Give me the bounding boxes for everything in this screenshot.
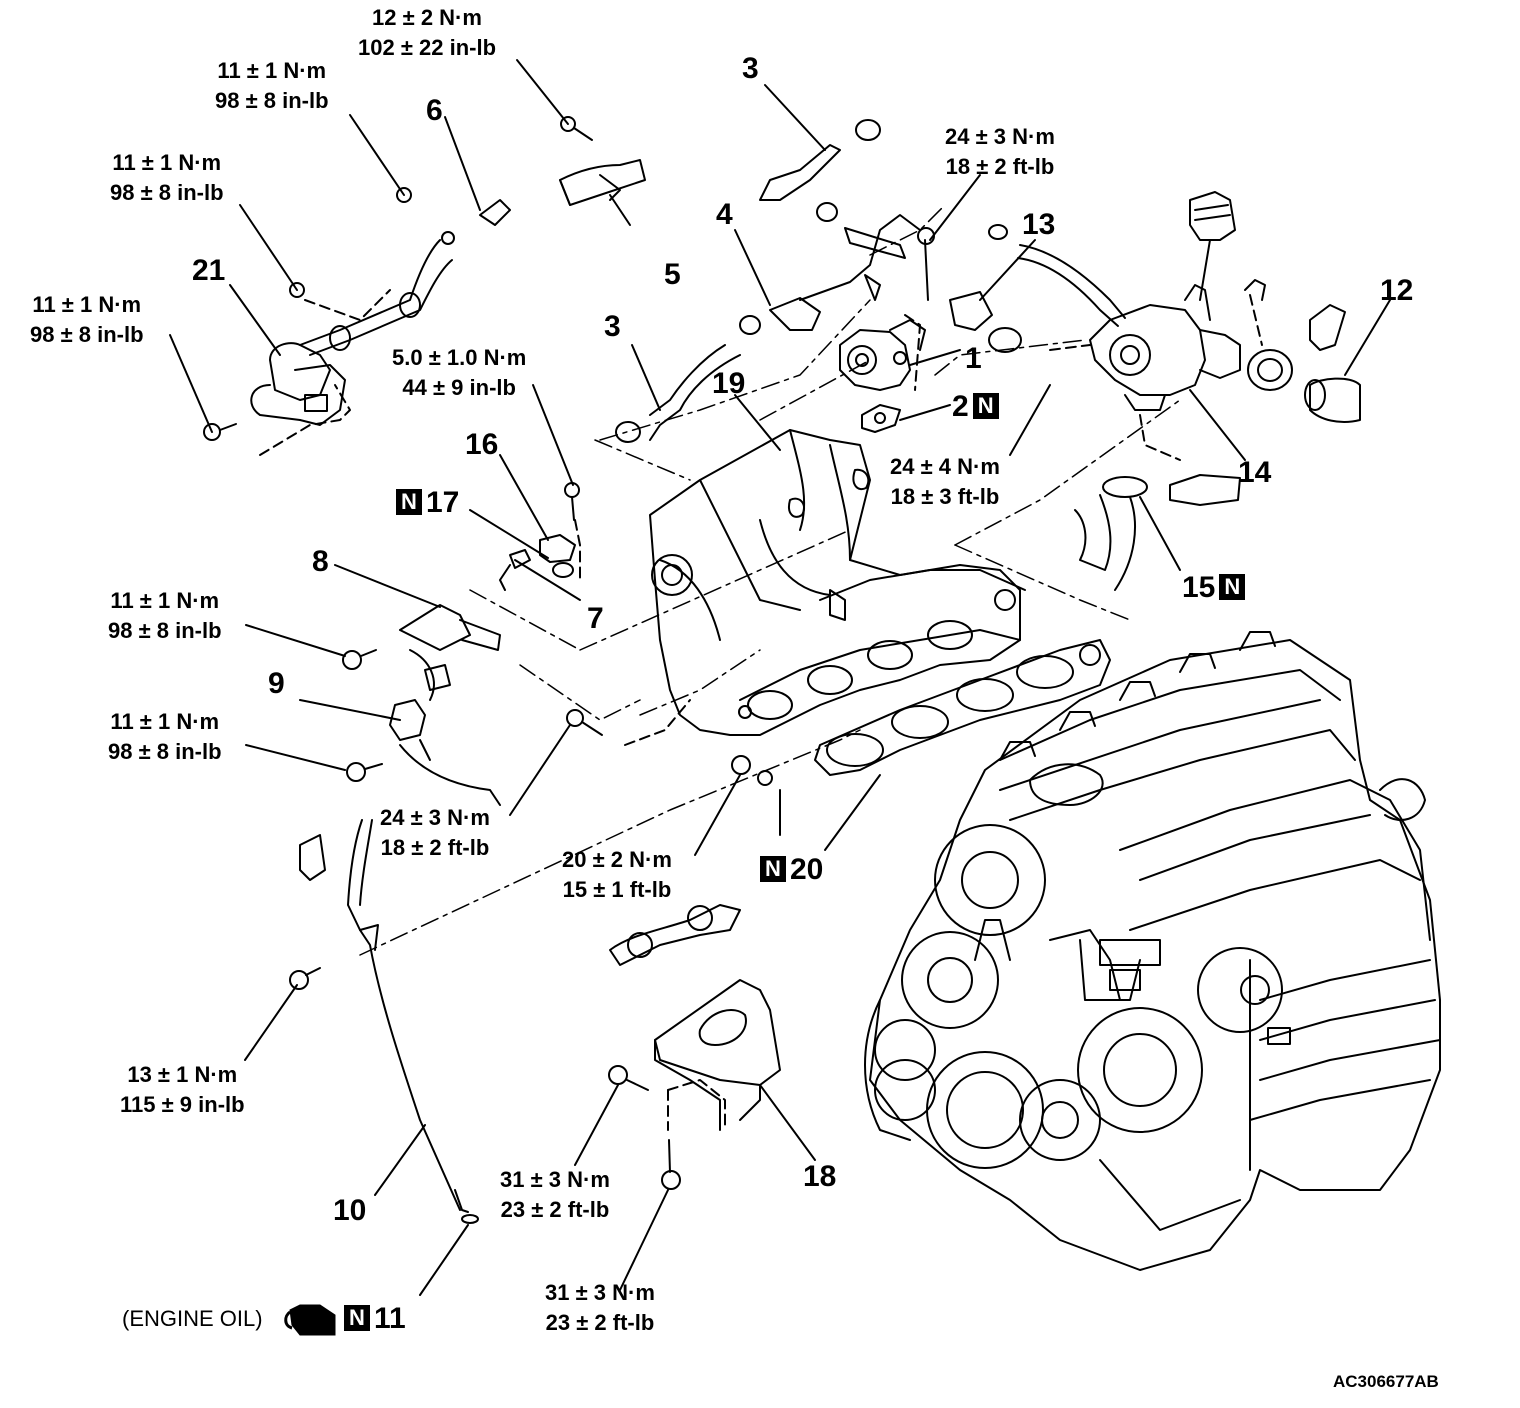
part-callout-9: 9 bbox=[268, 667, 285, 700]
part-callout-21: 21 bbox=[192, 254, 226, 287]
part-callout-16: 16 bbox=[465, 428, 499, 461]
vacuum-hoses bbox=[560, 117, 920, 442]
engine-oil-can-icon bbox=[286, 1305, 335, 1335]
part-callout-6: 6 bbox=[426, 94, 443, 127]
intake-manifold bbox=[650, 430, 1025, 735]
new-part-badge: N bbox=[344, 1305, 370, 1331]
part-callout-13: 13 bbox=[1022, 208, 1056, 241]
new-part-badge: N bbox=[396, 489, 422, 515]
part-callout-3a: 3 bbox=[742, 52, 759, 85]
figure-code: AC306677AB bbox=[1333, 1372, 1439, 1391]
engine-oil-note: (ENGINE OIL) bbox=[122, 1306, 263, 1331]
part-callout-1: 1 bbox=[965, 342, 982, 375]
engine-bracket bbox=[609, 980, 780, 1189]
new-part-badge: N bbox=[1219, 574, 1246, 600]
oxygen-sensor bbox=[610, 905, 740, 965]
part-callout-19: 19 bbox=[712, 367, 746, 400]
map-sensor bbox=[500, 483, 580, 590]
intake-manifold-gasket bbox=[815, 640, 1110, 775]
new-part-badge: N bbox=[760, 856, 786, 882]
wiring-harness-brackets bbox=[343, 605, 500, 805]
part-callout-18: 18 bbox=[803, 1160, 837, 1193]
new-part-badge: N bbox=[972, 393, 999, 419]
part-callout-7: 7 bbox=[587, 602, 604, 635]
part-callout-8: 8 bbox=[312, 545, 329, 578]
engine-assembly bbox=[865, 632, 1440, 1270]
part-callout-10: 10 bbox=[333, 1194, 367, 1227]
part-callout-4: 4 bbox=[716, 198, 733, 231]
water-outlet-housing bbox=[1050, 192, 1360, 505]
part-callout-12: 12 bbox=[1380, 274, 1414, 307]
part-callout-5: 5 bbox=[664, 258, 681, 291]
leader-lines bbox=[170, 60, 1390, 1295]
vacuum-pipe-and-solenoid bbox=[204, 188, 510, 455]
water-hose bbox=[950, 225, 1125, 352]
oil-level-gauge bbox=[290, 820, 478, 1223]
part-callout-3b: 3 bbox=[604, 310, 621, 343]
reference-phantom-lines bbox=[360, 205, 1180, 955]
throttle-body bbox=[840, 228, 934, 432]
manifold-bolts bbox=[567, 700, 772, 785]
part-callout-14: 14 bbox=[1238, 456, 1272, 489]
water-pipe bbox=[1075, 477, 1147, 590]
